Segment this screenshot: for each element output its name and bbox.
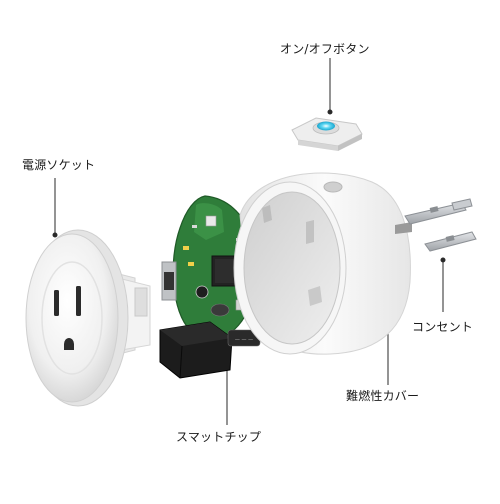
leader-dot-prongs: [440, 257, 446, 263]
power-button-glow: [317, 121, 335, 131]
label-prongs: コンセント: [412, 320, 474, 334]
outlet-slot-left: [54, 290, 59, 316]
label-outlet-face: 電源ソケット: [22, 158, 96, 172]
label-cover: 難燃性カバー: [346, 389, 420, 403]
power-button-part: [291, 117, 363, 151]
outlet-ground-hole: [64, 338, 74, 350]
smart-chip-part: — — —: [159, 195, 261, 379]
leader-dot-power-button: [327, 109, 333, 115]
leader-dot-outlet: [52, 232, 58, 238]
svg-text:— — —: — — —: [235, 337, 253, 343]
prongs-part: [404, 198, 477, 252]
label-chip: スマットチップ: [176, 430, 262, 444]
label-power-button: オン/オフボタン: [280, 42, 370, 56]
outlet-slot-right: [76, 286, 81, 316]
outlet-face-part: [25, 229, 151, 407]
cover-part: [233, 172, 412, 355]
